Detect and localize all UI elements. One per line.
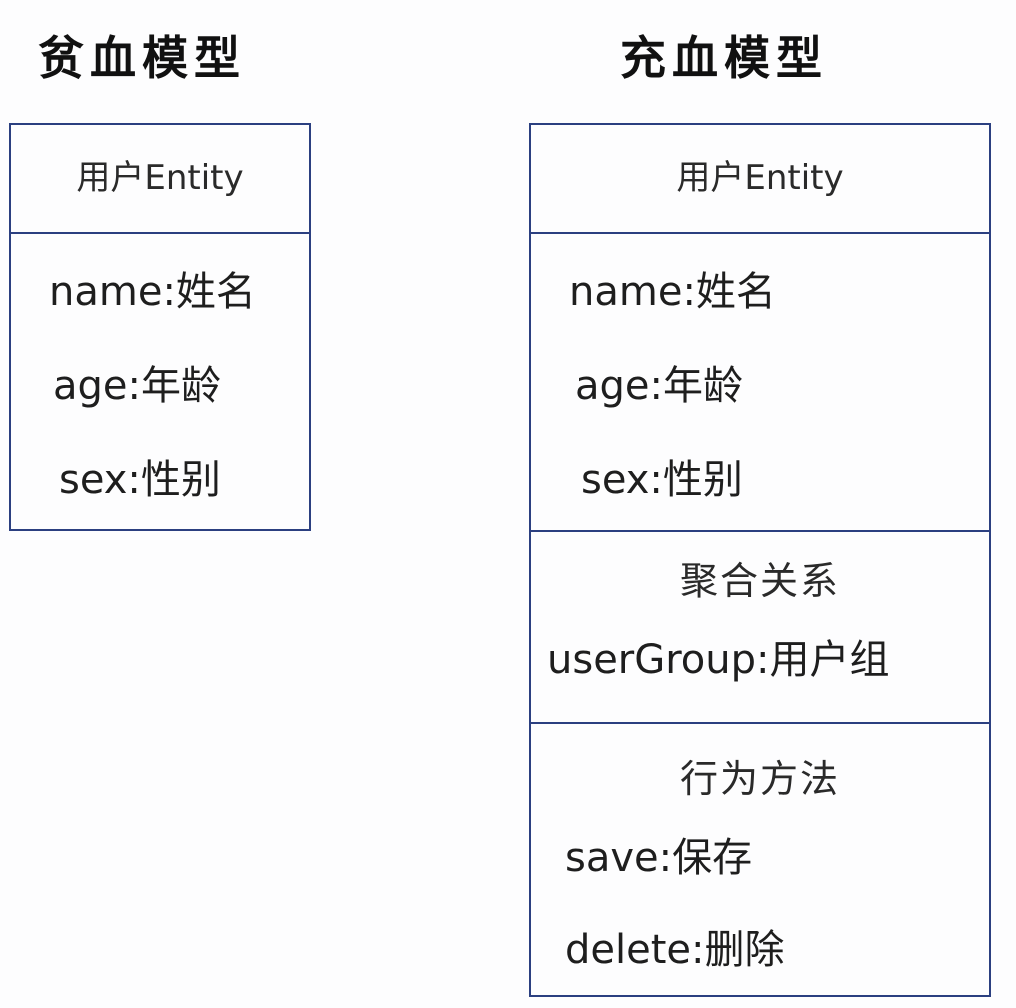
rich-field-sex: sex:性别 — [581, 457, 743, 503]
anemic-model-title: 贫血模型 — [38, 31, 246, 85]
aggregation-item-usergroup: userGroup:用户组 — [547, 637, 890, 683]
rich-fields-section: name:姓名 age:年龄 sex:性别 — [531, 232, 989, 530]
rich-aggregation-section: 聚合关系 userGroup:用户组 — [531, 530, 989, 722]
rich-entity-header: 用户Entity — [531, 125, 989, 232]
behavior-title: 行为方法 — [679, 757, 840, 801]
anemic-entity-name: 用户Entity — [76, 158, 244, 198]
behavior-method-delete: delete:删除 — [565, 927, 785, 973]
anemic-field-name: name:姓名 — [49, 269, 256, 315]
anemic-entity-header: 用户Entity — [11, 125, 309, 232]
rich-field-age: age:年龄 — [575, 363, 743, 409]
rich-behavior-section: 行为方法 save:保存 delete:删除 — [531, 722, 989, 995]
rich-model-class-box: 用户Entity name:姓名 age:年龄 sex:性别 聚合关系 user… — [529, 123, 991, 997]
anemic-fields-section: name:姓名 age:年龄 sex:性别 — [11, 232, 309, 529]
anemic-model-class-box: 用户Entity name:姓名 age:年龄 sex:性别 — [9, 123, 311, 531]
rich-entity-name: 用户Entity — [676, 158, 844, 198]
aggregation-title: 聚合关系 — [679, 559, 840, 603]
behavior-method-save: save:保存 — [565, 835, 753, 881]
rich-field-name: name:姓名 — [569, 269, 776, 315]
rich-model-title: 充血模型 — [620, 31, 828, 85]
anemic-field-sex: sex:性别 — [59, 457, 221, 503]
anemic-field-age: age:年龄 — [53, 363, 221, 409]
